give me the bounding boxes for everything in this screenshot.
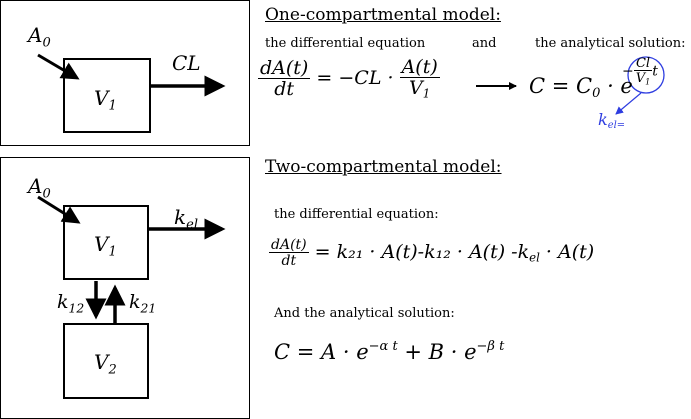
two-comp-solution-caption: And the analytical solution: [274,306,455,321]
two-comp-v1-label: V1 [94,232,117,260]
two-comp-v2-box [63,323,149,399]
two-comp-differential-equation: dA(t)dt = k₂₁ · A(t)-k₁₂ · A(t) -kel · A… [269,237,595,269]
two-comp-dose-label: A0 [28,174,51,202]
one-comp-diff-eq-caption: the differential equation [265,36,426,51]
one-comp-and-text: and [472,36,497,51]
two-comp-diff-eq-caption: the differential equation: [274,207,439,222]
one-comp-title: One-compartmental model: [265,5,501,25]
one-comp-solution-caption: the analytical solution: [535,36,686,51]
two-comp-k21-label: k21 [129,291,157,316]
one-comp-cl-label: CL [172,51,201,75]
one-comp-differential-equation: dA(t)dt = −CL · A(t)V1 [258,56,440,101]
two-comp-kel-label: kel [174,205,198,233]
one-comp-analytical-solution: C = C0 · e [529,74,633,101]
two-comp-k12-label: k12 [57,291,85,316]
two-comp-v2-label: V2 [94,350,117,378]
one-comp-v1-label: V1 [94,86,117,114]
one-comp-dose-label: A0 [28,23,51,51]
kel-annotation: kel= [598,110,626,131]
two-comp-title: Two-compartmental model: [265,157,502,177]
two-comp-analytical-solution: C = A · e−α t + B · e−β t [274,339,505,365]
